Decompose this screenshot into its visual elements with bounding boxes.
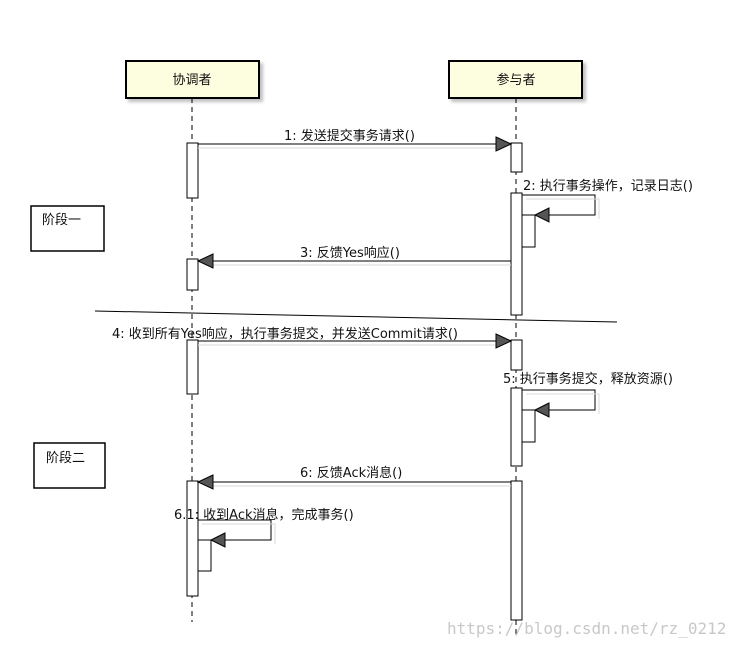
message-5-self-arrow: [522, 389, 600, 418]
message-1-arrow: [198, 136, 513, 152]
phase2-box: [33, 442, 106, 489]
message-6-1-self-arrow: [198, 519, 276, 548]
coordinator-activation-3: [186, 339, 199, 395]
participant-label: 参与者: [496, 72, 535, 88]
message-1-label: 1: 发送提交事务请求(): [284, 128, 415, 144]
participant-activation-2-nested: [521, 214, 536, 248]
message-6-1-label: 6.1: 收到Ack消息，完成事务(): [174, 507, 354, 523]
participant-activation-5: [510, 480, 523, 621]
participant-activation-1: [510, 142, 523, 173]
coordinator-activation-4: [186, 480, 199, 597]
message-3-label: 3: 反馈Yes响应(): [300, 245, 400, 261]
message-4-label: 4: 收到所有Yes响应，执行事务提交，并发送Commit请求(): [112, 326, 458, 342]
coordinator-activation-2: [186, 258, 199, 291]
message-2-self-arrow: [522, 194, 600, 223]
participant-activation-2: [510, 192, 523, 316]
phase1-label: 阶段一: [42, 213, 81, 228]
participant-activation-3: [510, 339, 523, 371]
coordinator-activation-1: [186, 142, 199, 199]
message-5-label: 5: 执行事务提交，释放资源(): [503, 371, 673, 387]
message-6-label: 6: 反馈Ack消息(): [300, 465, 402, 481]
coordinator-box: [125, 60, 260, 99]
watermark: https://blog.csdn.net/rz_0212: [447, 619, 726, 638]
message-3-arrow: [196, 253, 511, 269]
coordinator-activation-nested: [197, 539, 212, 572]
participant-activation-4: [510, 387, 523, 467]
message-4-arrow: [198, 333, 513, 349]
phase2-label: 阶段二: [46, 451, 85, 466]
phase-separator: [94, 310, 618, 323]
phase1-box: [30, 205, 105, 252]
message-6-arrow: [196, 474, 511, 490]
participant-activation-4-nested: [521, 409, 536, 443]
message-2-label: 2: 执行事务操作，记录日志(): [523, 178, 693, 194]
participant-box: [448, 60, 583, 99]
coordinator-label: 协调者: [172, 73, 211, 88]
